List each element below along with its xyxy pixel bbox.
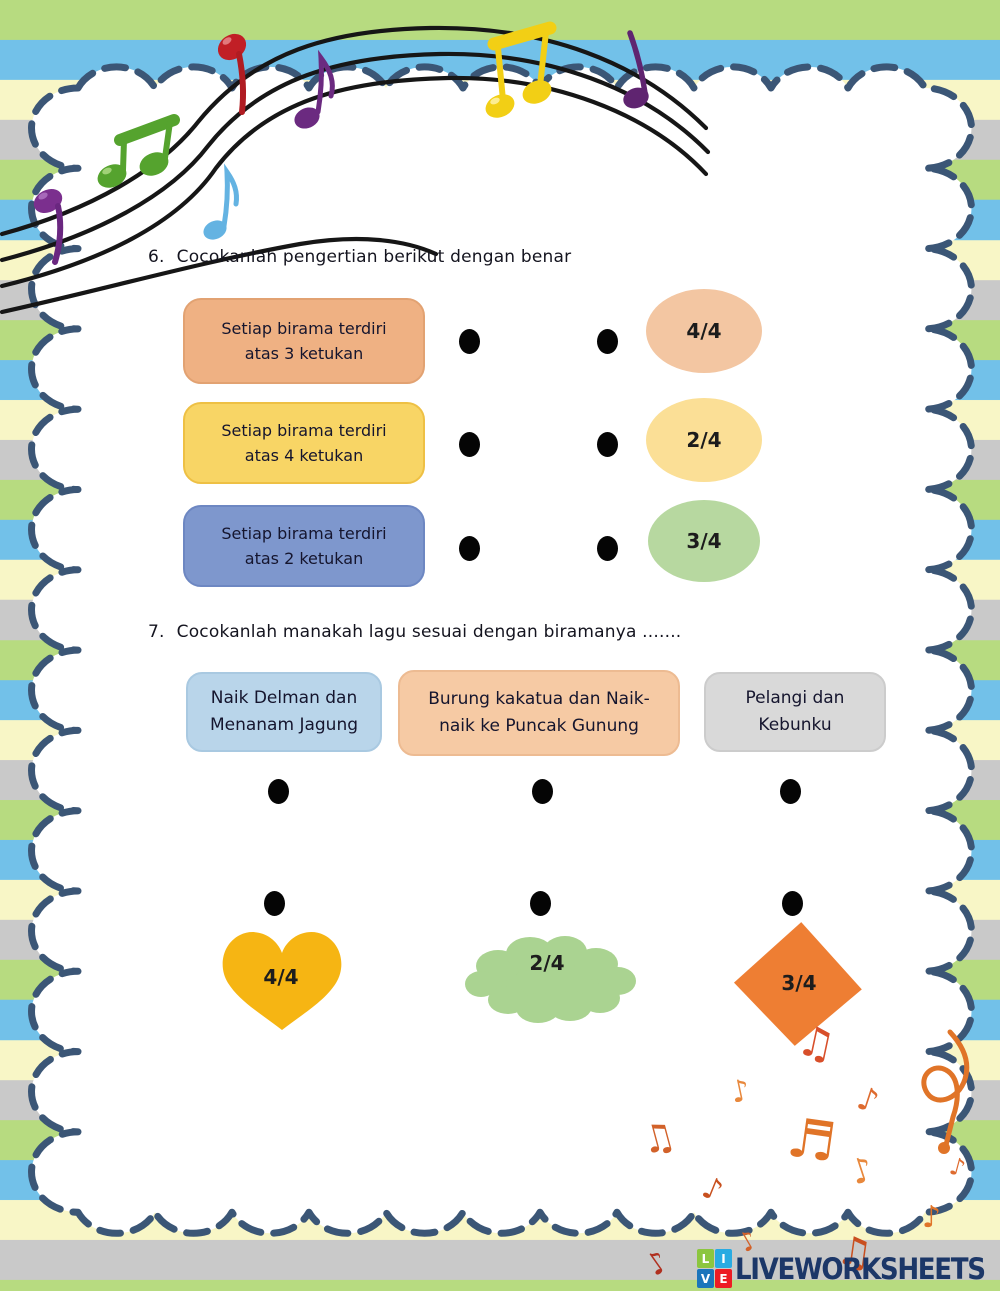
song-line: Pelangi dan [745, 688, 845, 709]
music-note-icon: ♪ [946, 1152, 968, 1183]
music-note-icon: ♪ [853, 1078, 884, 1120]
match-dot[interactable] [597, 329, 618, 354]
liveworksheets-logo-text: LIVEWORKSHEETS [735, 1251, 986, 1286]
music-note-glyphs: ♫ ♪ ♫ ♬ ♪ ♪ ♪ ♪ ♫ ♪ ♪ ♪ [636, 1015, 969, 1284]
logo-block-v: V [697, 1269, 714, 1288]
definition-line: atas 2 ketukan [244, 549, 364, 568]
diamond-shape [733, 922, 862, 1046]
question-7-heading: 7. Cocokanlah manakah lagu sesuai dengan … [148, 622, 681, 642]
match-dot[interactable] [532, 779, 553, 804]
definition-line: atas 4 ketukan [244, 446, 364, 465]
answer-bubble-24: 2/4 [646, 398, 762, 482]
purple-note-right-icon [623, 30, 649, 109]
question-6-number: 6. [148, 247, 165, 267]
shape-label-text: 3/4 [781, 971, 817, 995]
music-note-icon: ♪ [922, 1200, 941, 1235]
song-line: Burung kakatua dan Naik- [428, 689, 650, 710]
diamond-label: 3/4 [759, 971, 839, 995]
yellow-beamed-notes-icon [485, 21, 557, 118]
question-6-heading: 6. Cocokanlah pengertian berikut dengan b… [148, 247, 571, 267]
answer-bubble-label: 4/4 [686, 319, 722, 343]
blue-eighth-note-icon [203, 163, 239, 240]
shape-label-text: 4/4 [263, 965, 299, 989]
purple-note-icon [33, 189, 64, 265]
definition-card-4-beats: Setiap birama terdiri atas 4 ketukan [183, 402, 425, 484]
definition-card-3-beats: Setiap birama terdiri atas 3 ketukan [183, 298, 425, 384]
logo-block-i: I [715, 1249, 732, 1268]
match-dot[interactable] [459, 432, 480, 457]
music-note-icon: ♪ [697, 1170, 728, 1210]
song-line: Kebunku [758, 715, 832, 735]
logo-block-l: L [697, 1249, 714, 1268]
song-card-burung-kakatua: Burung kakatua dan Naik- naik ke Puncak … [398, 670, 680, 756]
song-line: Naik Delman dan [210, 688, 358, 709]
song-card-pelangi: Pelangi dan Kebunku [704, 672, 886, 752]
scattered-notes-decoration: ♫ ♪ ♫ ♬ ♪ ♪ ♪ ♪ ♫ ♪ ♪ ♪ [636, 1015, 970, 1284]
definition-line: Setiap birama terdiri [221, 318, 387, 338]
music-note-icon: ♫ [793, 1015, 840, 1071]
match-dot[interactable] [597, 536, 618, 561]
answer-bubble-label: 2/4 [686, 428, 722, 452]
definition-line: Setiap birama terdiri [221, 523, 387, 543]
liveworksheets-logo[interactable]: L I V E LIVEWORKSHEETS [697, 1249, 1000, 1288]
answer-bubble-34: 3/4 [648, 500, 760, 582]
definition-line: atas 3 ketukan [244, 344, 364, 363]
music-note-icon: ♫ [834, 1227, 876, 1278]
answer-bubble-label: 3/4 [686, 529, 722, 553]
answer-bubble-44: 4/4 [646, 289, 762, 373]
logo-block-e: E [715, 1269, 732, 1288]
cloud-shape [465, 936, 636, 1023]
song-card-naik-delman: Naik Delman dan Menanam Jagung [186, 672, 382, 752]
match-dot[interactable] [782, 891, 803, 916]
question-7-number: 7. [148, 622, 165, 642]
red-note-icon [217, 33, 247, 115]
match-dot[interactable] [459, 329, 480, 354]
music-note-icon: ♫ [636, 1112, 680, 1163]
definition-card-2-beats: Setiap birama terdiri atas 2 ketukan [183, 505, 425, 587]
treble-clef-icon [921, 1029, 970, 1154]
cloud-label: 2/4 [507, 951, 587, 975]
music-note-icon: ♬ [783, 1105, 840, 1174]
music-note-icon: ♪ [845, 1149, 878, 1194]
green-beamed-notes-icon [97, 114, 180, 188]
heart-shape [222, 932, 342, 1030]
match-dot[interactable] [530, 891, 551, 916]
music-note-icon: ♪ [640, 1244, 676, 1284]
question-7-prompt: Cocokanlah manakah lagu sesuai dengan bi… [176, 622, 682, 642]
shape-label-text: 2/4 [529, 951, 565, 975]
match-dot[interactable] [264, 891, 285, 916]
definition-line: Setiap birama terdiri [221, 420, 387, 440]
purple-eighth-note-icon [294, 49, 335, 129]
song-line: naik ke Puncak Gunung [439, 716, 639, 736]
match-dot[interactable] [780, 779, 801, 804]
liveworksheets-logo-blocks: L I V E [697, 1249, 732, 1288]
match-dot[interactable] [597, 432, 618, 457]
match-dot[interactable] [459, 536, 480, 561]
music-note-icon: ♪ [727, 1073, 753, 1111]
heart-label: 4/4 [241, 965, 321, 989]
music-staff-decoration [0, 21, 711, 315]
question-6-prompt: Cocokanlah pengertian berikut dengan ben… [176, 247, 572, 267]
match-dot[interactable] [268, 779, 289, 804]
song-line: Menanam Jagung [209, 715, 359, 735]
